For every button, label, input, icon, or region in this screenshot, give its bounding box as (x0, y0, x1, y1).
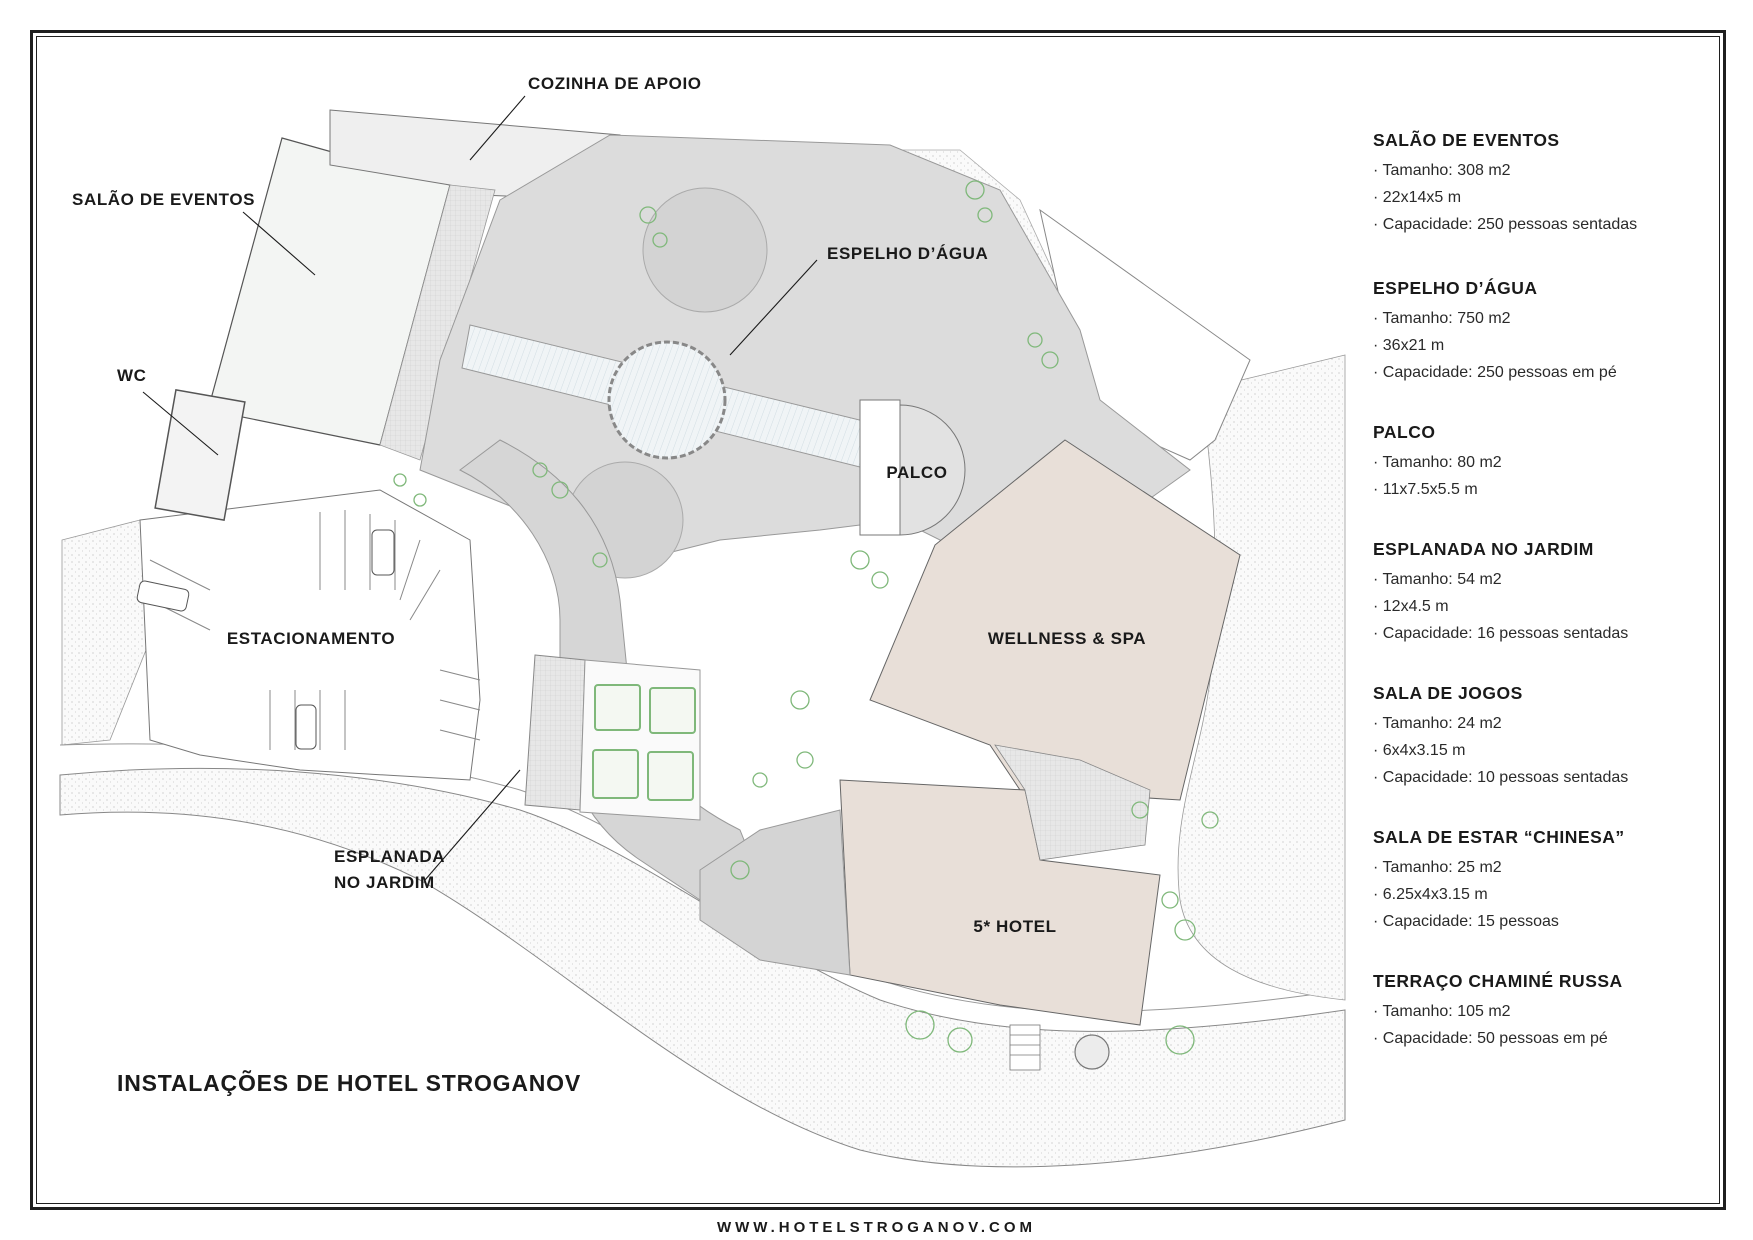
section-palco: PALCO · Tamanho: 80 m2 · 11x7.5x5.5 m (1373, 422, 1703, 503)
inner-frame (36, 36, 1720, 1204)
section-line: · Tamanho: 25 m2 (1373, 859, 1502, 876)
section-line: · Tamanho: 750 m2 (1373, 310, 1511, 327)
section-sala-estar: SALA DE ESTAR “CHINESA” · Tamanho: 25 m2… (1373, 827, 1703, 935)
car-2 (136, 580, 190, 612)
hotel-entrance-stairs (1009, 1024, 1041, 1071)
footer-url[interactable]: WWW.HOTELSTROGANOV.COM (716, 1219, 1037, 1236)
section-sala-jogos: SALA DE JOGOS · Tamanho: 24 m2 · 6x4x3.1… (1373, 683, 1703, 791)
label-estacionamento: ESTACIONAMENTO (226, 629, 396, 648)
section-line: · 6x4x3.15 m (1373, 742, 1466, 759)
wc-block (154, 388, 246, 522)
terrace-footprint (524, 654, 586, 811)
section-line: · Tamanho: 105 m2 (1373, 1003, 1511, 1020)
section-line: · 12x4.5 m (1373, 598, 1449, 615)
page-title: INSTALAÇÕES DE HOTEL STROGANOV (117, 1070, 582, 1096)
label-salao: SALÃO DE EVENTOS (72, 190, 256, 209)
section-line: · Capacidade: 16 pessoas sentadas (1373, 625, 1629, 642)
label-cozinha: COZINHA DE APOIO (528, 74, 702, 93)
car-3 (295, 704, 317, 750)
label-hotel: 5* HOTEL (973, 917, 1057, 936)
label-palco: PALCO (886, 463, 948, 482)
section-line: · Capacidade: 50 pessoas em pé (1373, 1030, 1608, 1047)
fountain (1074, 1034, 1110, 1070)
hotel-tiled-court (994, 744, 1151, 861)
car-1 (371, 529, 395, 576)
section-title: PALCO (1373, 422, 1436, 442)
section-title: TERRAÇO CHAMINÉ RUSSA (1373, 971, 1623, 991)
terrain-right (1177, 354, 1346, 1001)
wellness-spa-footprint (869, 439, 1241, 801)
section-title: SALA DE JOGOS (1373, 683, 1523, 703)
section-line: · Capacidade: 10 pessoas sentadas (1373, 769, 1629, 786)
greenery (393, 180, 1219, 1055)
section-line: · Tamanho: 54 m2 (1373, 571, 1502, 588)
section-line: · Capacidade: 15 pessoas (1373, 913, 1559, 930)
section-terraco: TERRAÇO CHAMINÉ RUSSA · Tamanho: 105 m2 … (1373, 971, 1703, 1052)
label-wc: WC (117, 366, 147, 385)
stage-white-strip (859, 399, 901, 536)
outer-frame (30, 30, 1726, 1210)
section-salao: SALÃO DE EVENTOS · Tamanho: 308 m2 · 22x… (1373, 130, 1703, 238)
section-esplanada: ESPLANADA NO JARDIM · Tamanho: 54 m2 · 1… (1373, 539, 1703, 647)
leader-lines (142, 95, 818, 881)
section-line: · 22x14x5 m (1373, 189, 1462, 206)
facilities-sidebar: SALÃO DE EVENTOS · Tamanho: 308 m2 · 22x… (1373, 130, 1703, 1052)
lower-path (699, 809, 851, 976)
stage-footprint (899, 404, 966, 536)
section-title: SALA DE ESTAR “CHINESA” (1373, 827, 1625, 847)
section-espelho: ESPELHO D’ÁGUA · Tamanho: 750 m2 · 36x21… (1373, 278, 1703, 386)
section-line: · Tamanho: 24 m2 (1373, 715, 1502, 732)
section-line: · Capacidade: 250 pessoas em pé (1373, 364, 1617, 381)
section-title: ESPLANADA NO JARDIM (1373, 539, 1594, 559)
section-title: SALÃO DE EVENTOS (1373, 130, 1560, 150)
parterre-beds (592, 684, 696, 801)
label-esplanada-line2: NO JARDIM (334, 873, 435, 892)
section-line: · Capacidade: 250 pessoas sentadas (1373, 216, 1638, 233)
section-title: ESPELHO D’ÁGUA (1373, 278, 1538, 298)
section-line: · Tamanho: 80 m2 (1373, 454, 1502, 471)
section-line: · 11x7.5x5.5 m (1373, 481, 1478, 498)
upper-round-garden (642, 187, 768, 313)
label-esplanada-line1: ESPLANADA (334, 847, 446, 866)
section-line: · 6.25x4x3.15 m (1373, 886, 1488, 903)
section-line: · 36x21 m (1373, 337, 1445, 354)
section-line: · Tamanho: 308 m2 (1373, 162, 1511, 179)
round-pool (607, 340, 727, 460)
walkway-tiled (379, 184, 496, 461)
label-espelho: ESPELHO D’ÁGUA (827, 244, 989, 263)
label-wellness: WELLNESS & SPA (987, 629, 1147, 648)
